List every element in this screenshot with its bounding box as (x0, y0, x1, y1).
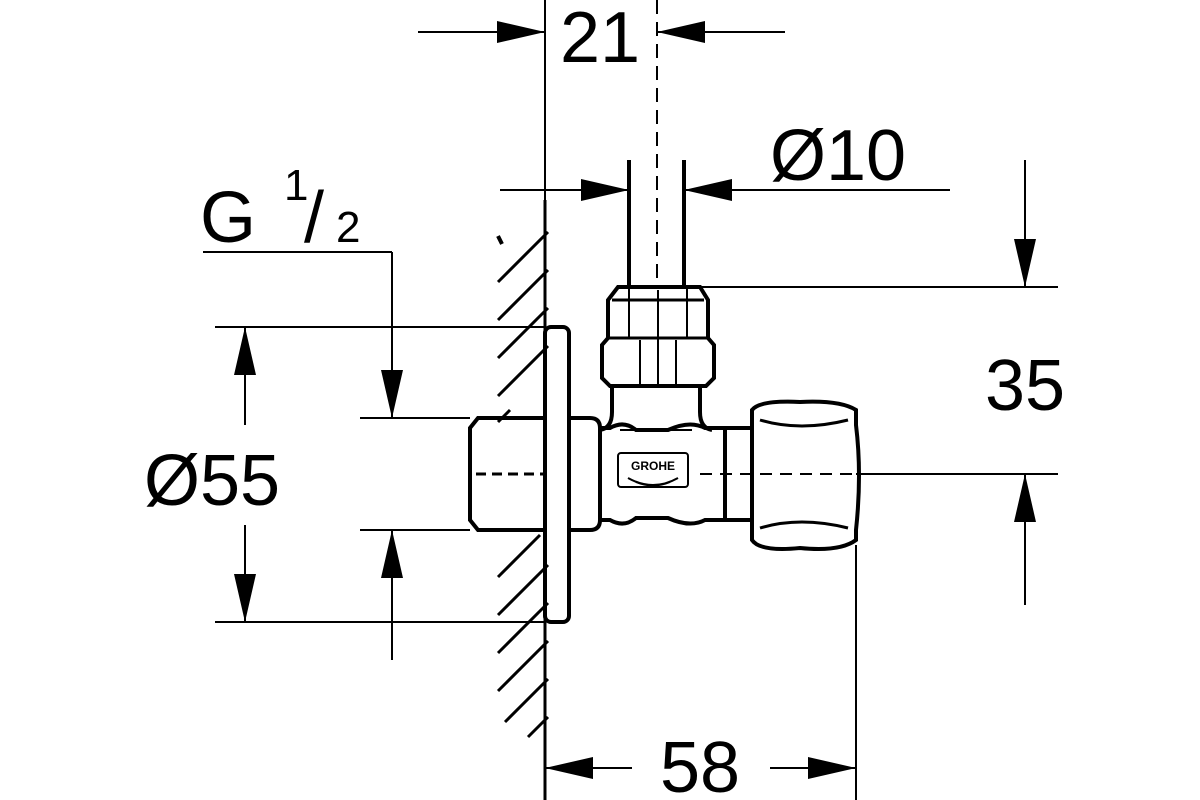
thread-label-slash: / (304, 178, 324, 258)
dimension-58: 58 (545, 545, 857, 800)
thread-label-denominator: 2 (336, 203, 360, 252)
inlet-thread-nipple (468, 416, 545, 532)
dimension-d10: Ø10 (500, 116, 950, 201)
thread-label-g: G (200, 178, 256, 258)
outlet-tube (627, 0, 686, 287)
rosette-plate (543, 325, 571, 624)
valve-handle-cap (700, 399, 861, 551)
dimension-label-58: 58 (660, 728, 740, 800)
outlet-compression-nut (600, 285, 716, 388)
dimension-21: 21 (418, 0, 785, 200)
thread-label-numerator: 1 (284, 161, 308, 210)
dimension-label-d55: Ø55 (144, 441, 280, 521)
dimension-label-d10: Ø10 (770, 116, 906, 196)
wall-hatching (496, 200, 550, 800)
dimension-d55: Ø55 (144, 326, 545, 623)
dimension-35: 35 (700, 160, 1065, 605)
dimension-thread-g-half: G 1 / 2 (200, 161, 470, 660)
valve-body: GROHE (569, 385, 727, 532)
grohe-logo-text: GROHE (631, 459, 675, 473)
dimension-label-21: 21 (560, 0, 640, 78)
dimension-label-35: 35 (985, 346, 1065, 426)
